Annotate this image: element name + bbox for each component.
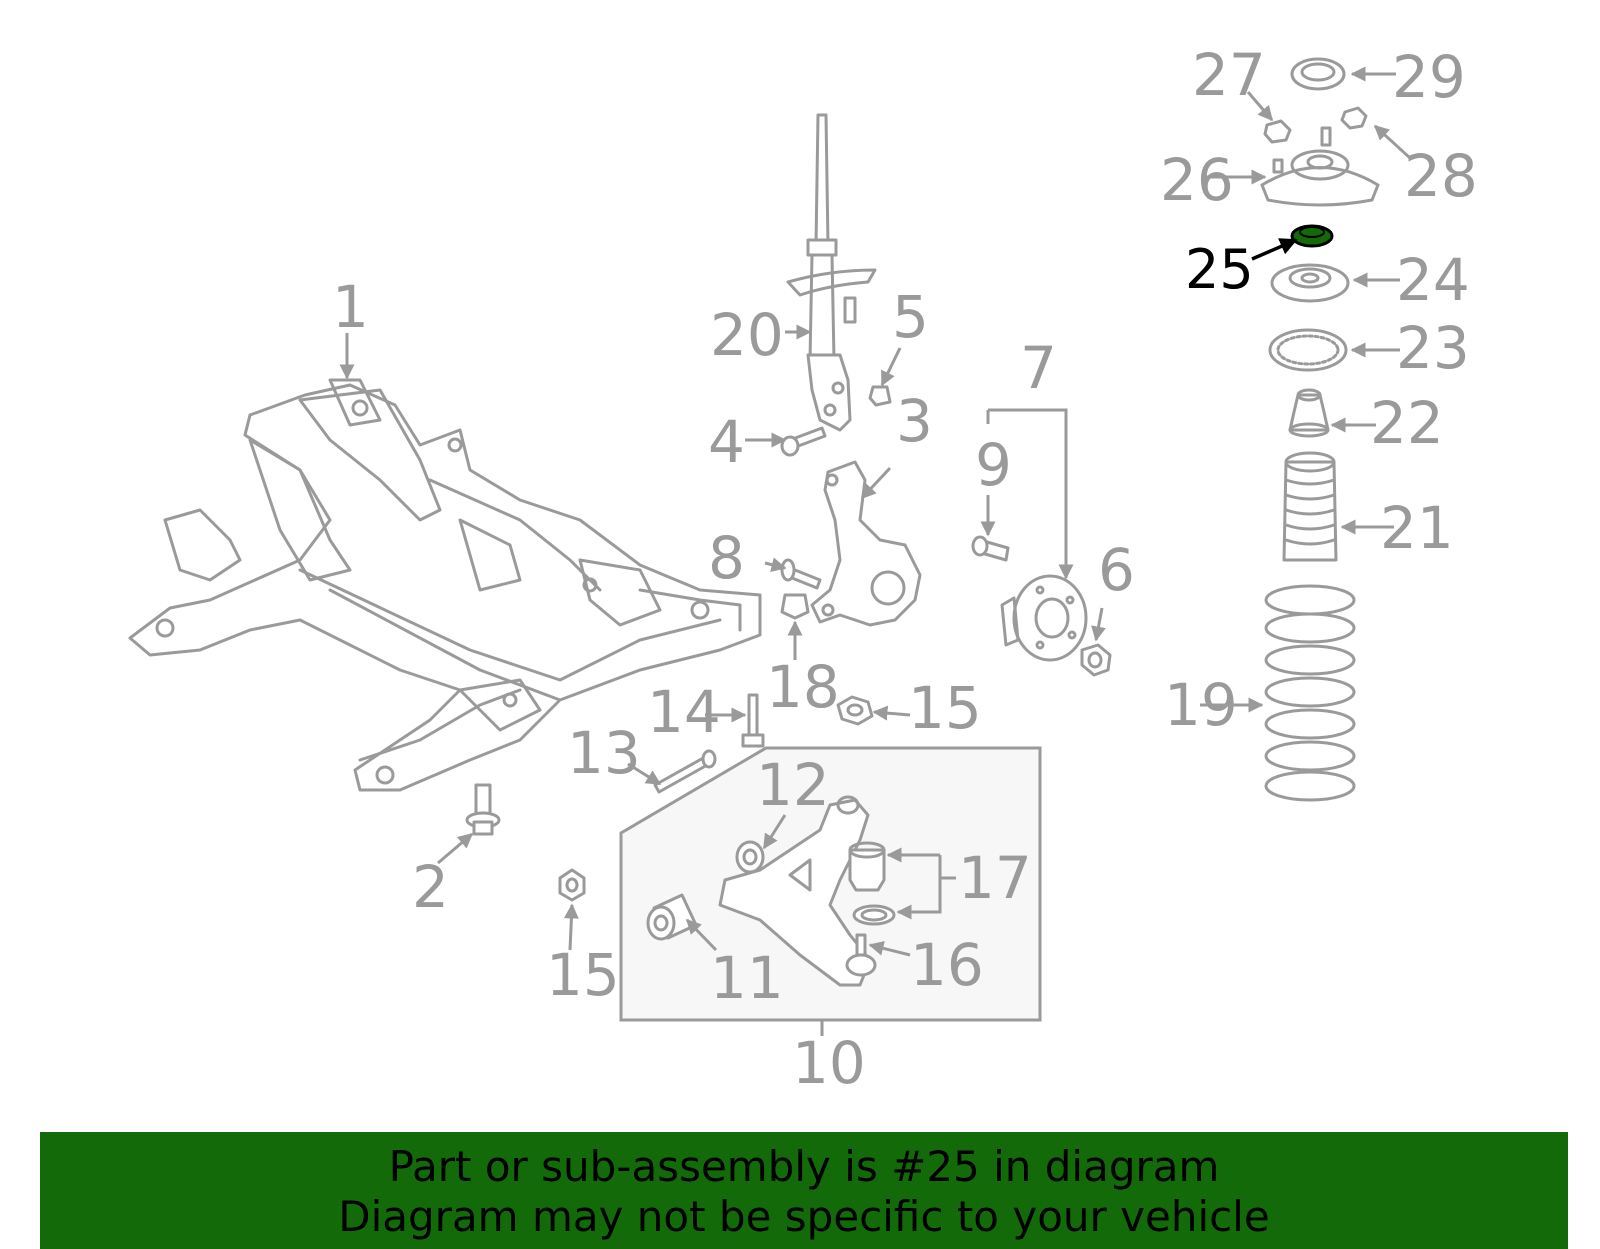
nut-part-15-lower	[558, 868, 586, 902]
callout-13: 13	[567, 719, 641, 787]
bushing-part-18	[780, 593, 810, 620]
bolt-part-2	[465, 783, 501, 836]
stud-part-9	[971, 535, 1010, 562]
bushing-part-17	[848, 841, 896, 926]
callout-14: 14	[647, 678, 721, 746]
bump-stop-part-22	[1288, 388, 1330, 438]
callout-3: 3	[896, 387, 933, 455]
callout-2: 2	[412, 853, 449, 921]
hub-part-7	[1000, 574, 1088, 662]
knuckle-part-3	[810, 460, 922, 627]
bolt-part-14	[741, 693, 765, 748]
callout-5: 5	[892, 283, 929, 351]
callout-24: 24	[1396, 246, 1470, 314]
nut-part-28	[1340, 106, 1368, 130]
strut-mount-part-26	[1260, 126, 1380, 207]
callout-19: 19	[1164, 671, 1238, 739]
callout-12: 12	[756, 751, 830, 819]
callout-29: 29	[1392, 43, 1466, 111]
strut-part-20	[786, 113, 877, 432]
callout-10: 10	[792, 1029, 866, 1097]
coil-spring-part-19	[1264, 584, 1356, 802]
callout-15-lower: 15	[546, 941, 620, 1009]
callout-17: 17	[958, 844, 1032, 912]
callout-15-upper: 15	[908, 674, 982, 742]
dust-boot-part-21	[1282, 451, 1338, 562]
callout-8: 8	[708, 524, 745, 592]
callout-6: 6	[1098, 536, 1135, 604]
control-arm-part-10	[718, 795, 872, 987]
callout-18: 18	[766, 653, 840, 721]
bushing-part-11	[646, 893, 698, 941]
callout-26: 26	[1160, 146, 1234, 214]
callout-23: 23	[1396, 314, 1470, 382]
insulator-part-23	[1268, 328, 1348, 372]
ball-joint-part-16	[845, 933, 877, 977]
bolt-part-8	[780, 558, 822, 590]
callout-7: 7	[1020, 334, 1057, 402]
callout-22: 22	[1370, 389, 1444, 457]
callout-27: 27	[1192, 41, 1266, 109]
info-banner: Part or sub-assembly is #25 in diagram D…	[40, 1132, 1568, 1249]
callout-25: 25	[1185, 238, 1254, 301]
nut-part-27	[1263, 119, 1292, 144]
callout-21: 21	[1380, 494, 1454, 562]
callout-20: 20	[710, 301, 784, 369]
nut-part-15-upper	[836, 695, 874, 726]
bearing-part-25	[1290, 224, 1334, 248]
callout-11: 11	[710, 944, 784, 1012]
callout-arrows	[339, 66, 1412, 957]
nut-part-6	[1080, 643, 1112, 677]
nut-part-5	[868, 385, 892, 407]
callout-labels: 1 2 3 4 5 6 7 8 9 10 11 12 13 14 15 15 1…	[332, 41, 1478, 1097]
callout-28: 28	[1404, 142, 1478, 210]
banner-line-2: Diagram may not be specific to your vehi…	[338, 1192, 1270, 1241]
subframe-part-1	[128, 378, 762, 792]
callout-4: 4	[708, 408, 745, 476]
highlight-arrow-25	[1251, 238, 1298, 261]
bushing-part-12	[735, 840, 765, 874]
callout-9: 9	[975, 431, 1012, 499]
cap-part-29	[1290, 57, 1346, 91]
bolt-part-13	[653, 749, 717, 794]
spring-seat-part-24	[1270, 263, 1350, 303]
bolt-part-4	[780, 426, 827, 457]
callout-1: 1	[332, 273, 369, 341]
callout-16: 16	[910, 931, 984, 999]
banner-line-1: Part or sub-assembly is #25 in diagram	[388, 1142, 1220, 1191]
